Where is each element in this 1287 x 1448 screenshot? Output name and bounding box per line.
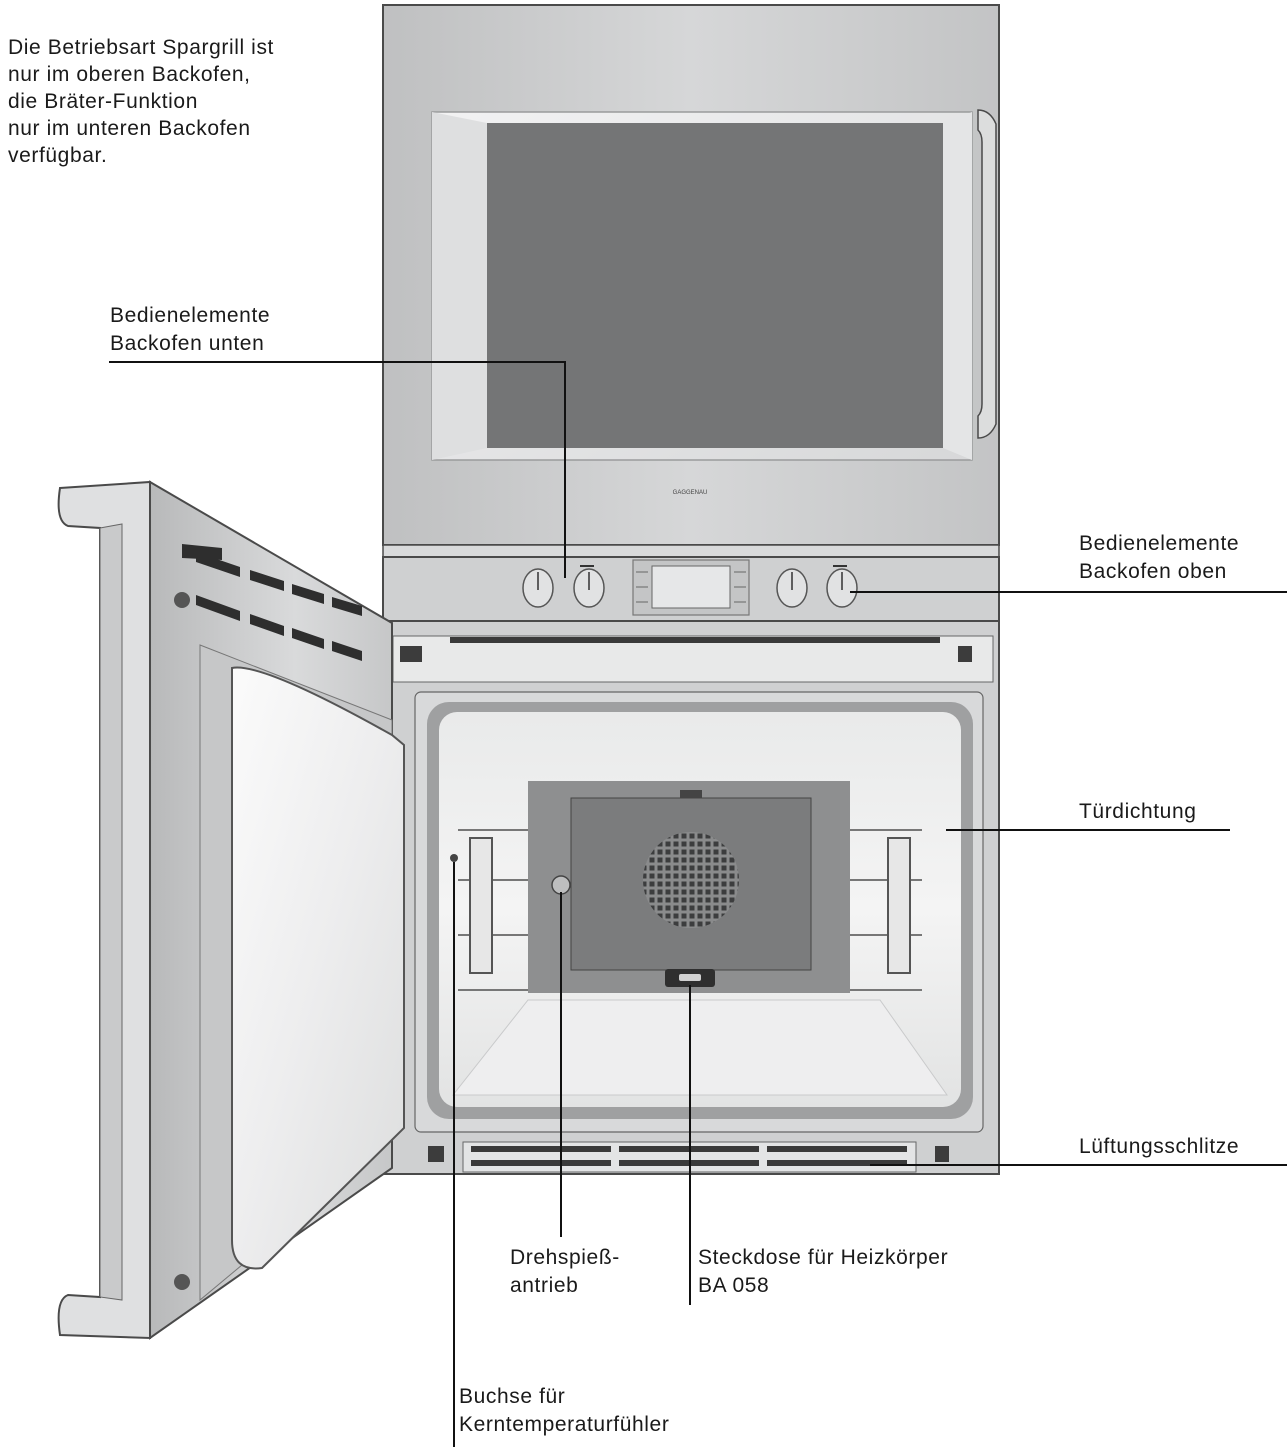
control-display-screen	[651, 565, 731, 609]
leader-lines	[109, 361, 1287, 1447]
upper-oven: GAGGENAU	[382, 4, 1000, 546]
door-screw-bottom	[174, 1274, 190, 1290]
label-socket: Steckdose für Heizkörper BA 058	[698, 1244, 948, 1300]
note-line: nur im unteren Backofen	[8, 117, 251, 140]
knob-upper-2[interactable]	[826, 568, 858, 608]
label-line: Backofen unten	[110, 332, 265, 355]
note-line: Die Betriebsart Spargrill ist	[8, 36, 274, 59]
bottom-stop-left	[428, 1146, 444, 1162]
door-glass	[231, 666, 405, 1270]
availability-note: Die Betriebsart Spargrill ist nur im obe…	[8, 34, 274, 169]
label-line: Drehspieß-	[510, 1246, 620, 1269]
probe-socket	[450, 854, 458, 862]
rack-rails-left	[458, 829, 528, 991]
lower-oven	[382, 620, 1000, 1175]
label-rotisserie: Drehspieß- antrieb	[510, 1244, 620, 1300]
door-vent-slots	[182, 544, 362, 661]
label-line: Buchse für	[459, 1385, 566, 1408]
label-door-seal: Türdichtung	[1079, 798, 1197, 826]
note-line: verfügbar.	[8, 144, 108, 167]
control-panel	[382, 544, 1000, 622]
top-rail	[392, 635, 994, 683]
note-line: die Bräter-Funktion	[8, 90, 198, 113]
knob-indicator-marks	[580, 565, 847, 567]
label-line: Bedienelemente	[1079, 532, 1240, 555]
label-line: Kerntemperaturfühler	[459, 1413, 670, 1436]
door-screw-top	[174, 592, 190, 608]
knob-lower-1[interactable]	[522, 568, 554, 608]
knob-upper-1[interactable]	[776, 568, 808, 608]
rotisserie-drive	[551, 875, 571, 895]
label-probe: Buchse für Kerntemperaturfühler	[459, 1383, 669, 1439]
window-inner-left	[432, 112, 487, 460]
label-controls-upper: Bedienelemente Backofen oben	[1079, 530, 1239, 586]
display-side-marks	[636, 571, 746, 603]
door-handle-inner	[99, 523, 123, 1301]
brand-logo: GAGGENAU	[673, 490, 708, 496]
cavity-floor	[451, 999, 948, 1096]
label-line: antrieb	[510, 1274, 579, 1297]
top-rail-stop-right	[958, 646, 972, 662]
note-line: nur im oberen Backofen,	[8, 63, 251, 86]
convection-fan-grille	[643, 832, 739, 928]
label-line: Steckdose für Heizkörper	[698, 1246, 949, 1269]
label-controls-lower: Bedienelemente Backofen unten	[110, 302, 270, 358]
label-line: Lüftungsschlitze	[1079, 1135, 1240, 1158]
label-line: Bedienelemente	[110, 304, 271, 327]
top-rail-slot	[450, 637, 940, 643]
top-element-clip	[680, 790, 702, 798]
top-rail-stop-left	[400, 646, 422, 662]
label-line: Türdichtung	[1079, 800, 1197, 823]
knob-lower-2[interactable]	[573, 568, 605, 608]
label-line: Backofen oben	[1079, 560, 1227, 583]
label-vents: Lüftungsschlitze	[1079, 1133, 1239, 1161]
rack-rails-right	[850, 829, 922, 991]
upper-oven-handle	[977, 109, 997, 439]
open-door	[57, 480, 405, 1340]
label-line: BA 058	[698, 1274, 770, 1297]
bottom-stop-right	[935, 1146, 949, 1162]
window-inner-right	[943, 112, 972, 460]
heater-socket-contacts	[679, 974, 701, 981]
upper-oven-window	[487, 123, 943, 448]
control-panel-strip	[382, 544, 1000, 558]
leader-controls-lower	[109, 361, 566, 578]
